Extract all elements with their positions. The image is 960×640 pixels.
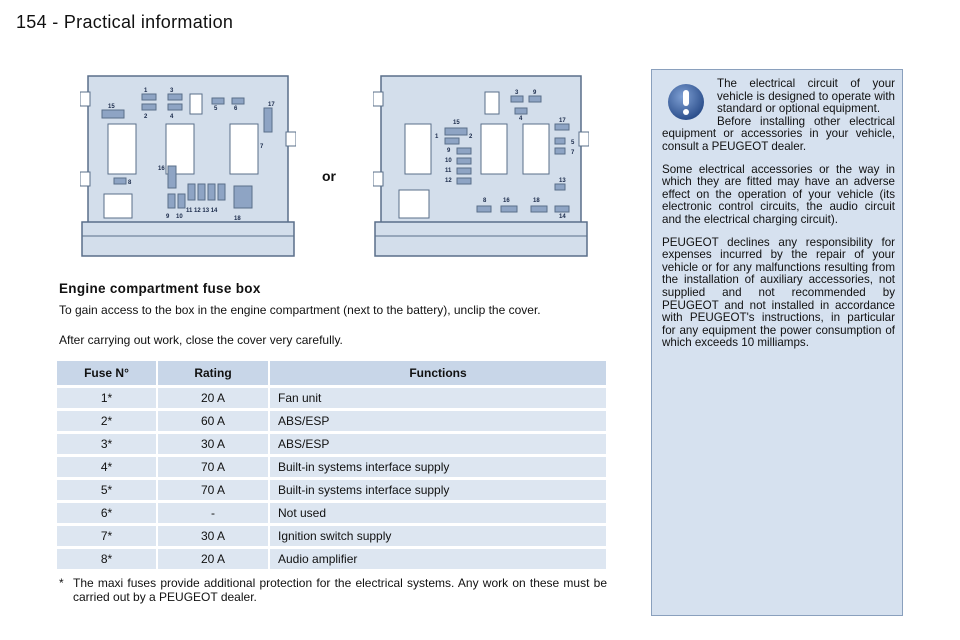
- cell-rating: 30 A: [158, 526, 270, 546]
- svg-text:12: 12: [445, 178, 452, 184]
- fuse-table: Fuse N° Rating Functions 1* 20 A Fan uni…: [57, 358, 606, 572]
- table-header-row: Fuse N° Rating Functions: [57, 361, 606, 385]
- cell-rating: 70 A: [158, 480, 270, 500]
- or-label: or: [322, 168, 336, 184]
- svg-text:4: 4: [170, 114, 174, 120]
- footnote: * The maxi fuses provide additional prot…: [59, 576, 607, 604]
- table-row: 5* 70 A Built-in systems interface suppl…: [57, 480, 606, 500]
- table-row: 7* 30 A Ignition switch supply: [57, 526, 606, 546]
- svg-text:11: 11: [445, 168, 452, 174]
- cell-function: Built-in systems interface supply: [270, 480, 606, 500]
- fuse-box-diagram-left: 1 3 2 4 5 6 15 17 7 8 16 11 12 13 14 9 10 18: [80, 72, 296, 262]
- cell-function: Not used: [270, 503, 606, 523]
- header-fuse-no: Fuse N°: [57, 361, 158, 385]
- svg-text:9: 9: [166, 214, 170, 220]
- svg-text:5: 5: [214, 106, 218, 112]
- svg-text:18: 18: [234, 216, 241, 222]
- svg-text:15: 15: [453, 120, 460, 126]
- cell-fuse: 1*: [57, 388, 158, 408]
- cell-fuse: 8*: [57, 549, 158, 569]
- svg-text:2: 2: [144, 114, 148, 120]
- svg-text:8: 8: [128, 180, 132, 186]
- svg-text:2: 2: [469, 134, 473, 140]
- table-row: 8* 20 A Audio amplifier: [57, 549, 606, 569]
- svg-text:3: 3: [515, 90, 519, 96]
- cell-rating: -: [158, 503, 270, 523]
- cell-function: Built-in systems interface supply: [270, 457, 606, 477]
- footnote-marker: *: [59, 576, 64, 590]
- svg-text:5: 5: [571, 140, 575, 146]
- cell-fuse: 6*: [57, 503, 158, 523]
- svg-text:13: 13: [559, 178, 566, 184]
- cell-rating: 20 A: [158, 549, 270, 569]
- exclamation-icon: [668, 84, 704, 120]
- svg-text:4: 4: [519, 116, 523, 122]
- table-row: 2* 60 A ABS/ESP: [57, 411, 606, 431]
- cell-rating: 60 A: [158, 411, 270, 431]
- warning-para-1-line-1: The electrical circuit of your vehicle i…: [717, 77, 895, 116]
- cell-fuse: 3*: [57, 434, 158, 454]
- footnote-text: The maxi fuses provide additional protec…: [73, 576, 607, 604]
- svg-text:16: 16: [503, 198, 510, 204]
- table-row: 4* 70 A Built-in systems interface suppl…: [57, 457, 606, 477]
- cell-fuse: 2*: [57, 411, 158, 431]
- svg-text:14: 14: [559, 214, 566, 220]
- svg-text:10: 10: [176, 214, 183, 220]
- page-title: Practical information: [63, 12, 234, 32]
- svg-text:9: 9: [447, 148, 451, 154]
- svg-text:16: 16: [158, 166, 165, 172]
- warning-text: The electrical circuit of your vehicle i…: [662, 77, 895, 360]
- header-separator: -: [52, 12, 59, 32]
- cell-function: Ignition switch supply: [270, 526, 606, 546]
- svg-text:18: 18: [533, 198, 540, 204]
- svg-text:17: 17: [268, 102, 275, 108]
- svg-text:8: 8: [483, 198, 487, 204]
- cell-rating: 20 A: [158, 388, 270, 408]
- svg-text:7: 7: [260, 144, 264, 150]
- svg-text:15: 15: [108, 104, 115, 110]
- intro-text: To gain access to the box in the engine …: [59, 303, 541, 317]
- svg-text:6: 6: [234, 106, 238, 112]
- cell-function: Fan unit: [270, 388, 606, 408]
- svg-text:3: 3: [170, 88, 174, 94]
- header-rating: Rating: [158, 361, 270, 385]
- svg-text:1: 1: [144, 88, 148, 94]
- table-row: 1* 20 A Fan unit: [57, 388, 606, 408]
- svg-text:7: 7: [571, 150, 575, 156]
- cell-fuse: 5*: [57, 480, 158, 500]
- warning-para-3: PEUGEOT declines any responsibility for …: [662, 235, 895, 350]
- page-header: 154 - Practical information: [16, 12, 233, 33]
- table-row: 6* - Not used: [57, 503, 606, 523]
- svg-text:11 12 13 14: 11 12 13 14: [186, 208, 218, 214]
- cell-function: Audio amplifier: [270, 549, 606, 569]
- table-row: 3* 30 A ABS/ESP: [57, 434, 606, 454]
- cell-function: ABS/ESP: [270, 411, 606, 431]
- cell-fuse: 7*: [57, 526, 158, 546]
- cell-function: ABS/ESP: [270, 434, 606, 454]
- intro-text-2: After carrying out work, close the cover…: [59, 333, 343, 347]
- cell-rating: 30 A: [158, 434, 270, 454]
- page-number: 154: [16, 12, 47, 32]
- header-functions: Functions: [270, 361, 606, 385]
- svg-text:10: 10: [445, 158, 452, 164]
- warning-para-1-line-2: Before installing other electrical equip…: [662, 114, 895, 153]
- svg-text:17: 17: [559, 118, 566, 124]
- svg-text:9: 9: [533, 90, 537, 96]
- warning-para-2: Some electrical accessories or the way i…: [662, 162, 895, 226]
- warning-para-1: The electrical circuit of your vehicle i…: [662, 77, 895, 154]
- cell-rating: 70 A: [158, 457, 270, 477]
- section-title: Engine compartment fuse box: [59, 281, 261, 296]
- warning-box: The electrical circuit of your vehicle i…: [651, 69, 903, 616]
- svg-text:1: 1: [435, 134, 439, 140]
- cell-fuse: 4*: [57, 457, 158, 477]
